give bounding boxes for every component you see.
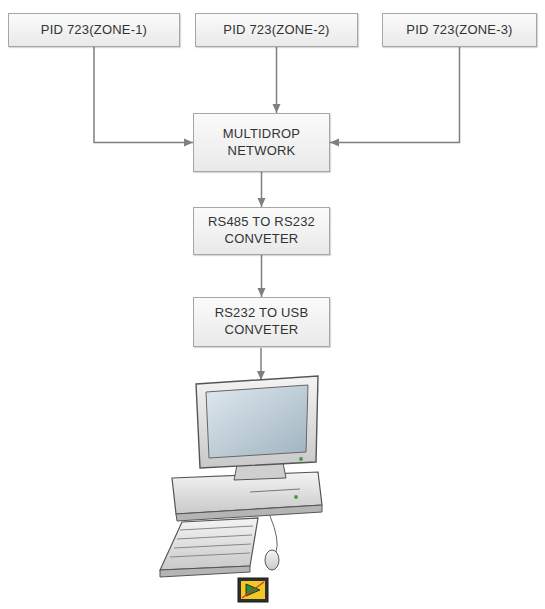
connector-arrow: [94, 47, 193, 143]
connector-arrow: [261, 255, 263, 297]
keyboard: [160, 518, 258, 577]
process-box: PID 723(ZONE-3): [382, 13, 537, 47]
box-label: RS232 TO USB CONVETER: [202, 305, 321, 339]
box-label: PID 723(ZONE-1): [41, 22, 147, 39]
box-label: PID 723(ZONE-3): [406, 22, 512, 39]
connector-arrow: [261, 172, 263, 207]
mouse: [265, 516, 279, 570]
box-label: PID 723(ZONE-2): [223, 22, 329, 39]
process-box: RS232 TO USB CONVETER: [193, 297, 330, 347]
arrow-to-computer: [260, 348, 262, 380]
process-box: RS485 TO RS232 CONVETER: [193, 207, 330, 255]
connector-arrow: [276, 47, 278, 113]
process-box: MULTIDROP NETWORK: [193, 113, 330, 172]
connector-arrow: [330, 47, 460, 143]
process-box: PID 723(ZONE-1): [8, 13, 180, 47]
monitor: [196, 376, 318, 480]
box-label: RS485 TO RS232 CONVETER: [202, 214, 321, 248]
process-box: PID 723(ZONE-2): [195, 13, 358, 47]
box-label: MULTIDROP NETWORK: [202, 126, 321, 160]
labview-icon: [238, 578, 268, 602]
